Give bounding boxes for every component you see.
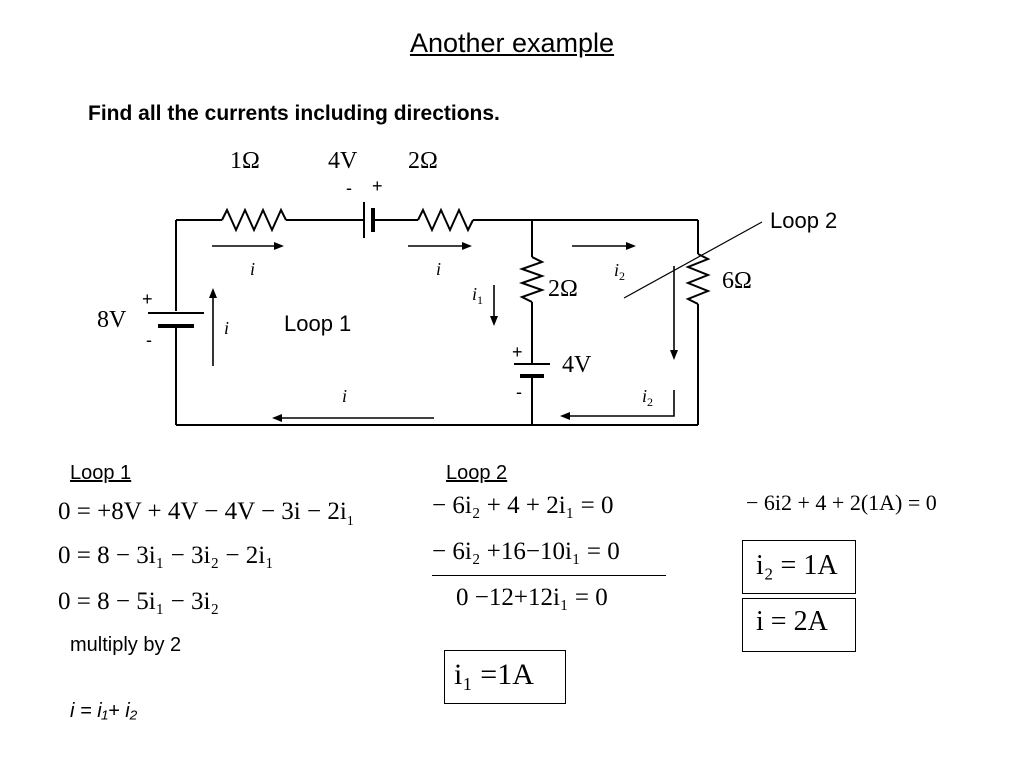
label-plus-top: +	[372, 176, 383, 196]
arrowhead	[490, 316, 498, 326]
label-minus-top: -	[346, 178, 352, 198]
label-minus-8v: -	[146, 330, 152, 350]
label-4v-top: 4V	[328, 148, 358, 174]
loop2-pointer-line	[623, 221, 763, 299]
result-i1: i₁ =1A	[454, 658, 534, 691]
label-2ohm-mid: 2Ω	[548, 276, 578, 302]
current-label-i: i	[250, 259, 255, 279]
sum-divider	[432, 575, 666, 576]
slide-title: Another example	[409, 28, 615, 58]
loop1-equation-3: 0 = 8 − 5i₁ − 3i₂	[58, 588, 220, 615]
label-minus-mid: -	[516, 382, 522, 402]
arrowhead	[462, 242, 472, 250]
label-4v-mid: 4V	[562, 352, 592, 378]
current-label-i: i	[342, 386, 347, 406]
multiply-note: multiply by 2	[70, 634, 182, 656]
loop1-heading: Loop 1	[70, 462, 132, 484]
label-8v: 8V	[97, 307, 127, 333]
current-label-i2-bottom: i2	[642, 386, 653, 409]
resistor-6ohm	[685, 253, 711, 305]
label-2ohm-top: 2Ω	[408, 148, 438, 174]
resistor-mid-2ohm	[518, 256, 546, 303]
substitution-equation: − 6i2 + 4 + 2(1A) = 0	[746, 490, 937, 515]
loop2-equation-1: − 6i₂ + 4 + 2i₁ = 0	[432, 492, 614, 519]
label-plus-mid: +	[512, 342, 523, 362]
arrowhead	[670, 350, 678, 360]
result-i: i = 2A	[756, 606, 828, 637]
arrowhead	[272, 414, 282, 422]
current-relation: i = i₁+ i₂	[70, 700, 138, 722]
problem-statement: Find all the currents including directio…	[88, 102, 500, 125]
arrowhead	[560, 412, 570, 420]
result-i2: i₂ = 1A	[756, 550, 838, 581]
label-1ohm: 1Ω	[230, 148, 260, 174]
current-label-i2-top: i2	[614, 260, 625, 283]
loop2-equation-3: 0 −12+12i₁ = 0	[456, 584, 608, 611]
arrowhead	[274, 242, 284, 250]
loop2-heading: Loop 2	[446, 462, 508, 484]
resistor-1ohm	[221, 207, 287, 233]
result-i-box	[742, 598, 856, 652]
arrowhead	[209, 288, 217, 298]
result-i1-box	[444, 650, 566, 704]
loop1-equation-1: 0 = +8V + 4V − 4V − 3i − 2i1	[58, 498, 354, 529]
current-label-i: i	[224, 318, 229, 338]
current-label-i1: i1	[472, 284, 483, 307]
current-label-i: i	[436, 259, 441, 279]
loop1-equation-2: 0 = 8 − 3i₁ − 3i₂ − 2i₁	[58, 542, 274, 569]
loop2-equation-2: − 6i₂ +16−10i₁ = 0	[432, 538, 620, 565]
resistor-top-2ohm	[417, 207, 474, 233]
arrowhead	[626, 242, 636, 250]
label-6ohm: 6Ω	[722, 268, 752, 294]
label-plus-8v: +	[142, 289, 153, 309]
arrow-i2-bottom	[566, 390, 675, 417]
loop2-label: Loop 2	[770, 208, 837, 233]
loop1-label: Loop 1	[284, 311, 351, 336]
result-i2-box	[742, 540, 856, 594]
